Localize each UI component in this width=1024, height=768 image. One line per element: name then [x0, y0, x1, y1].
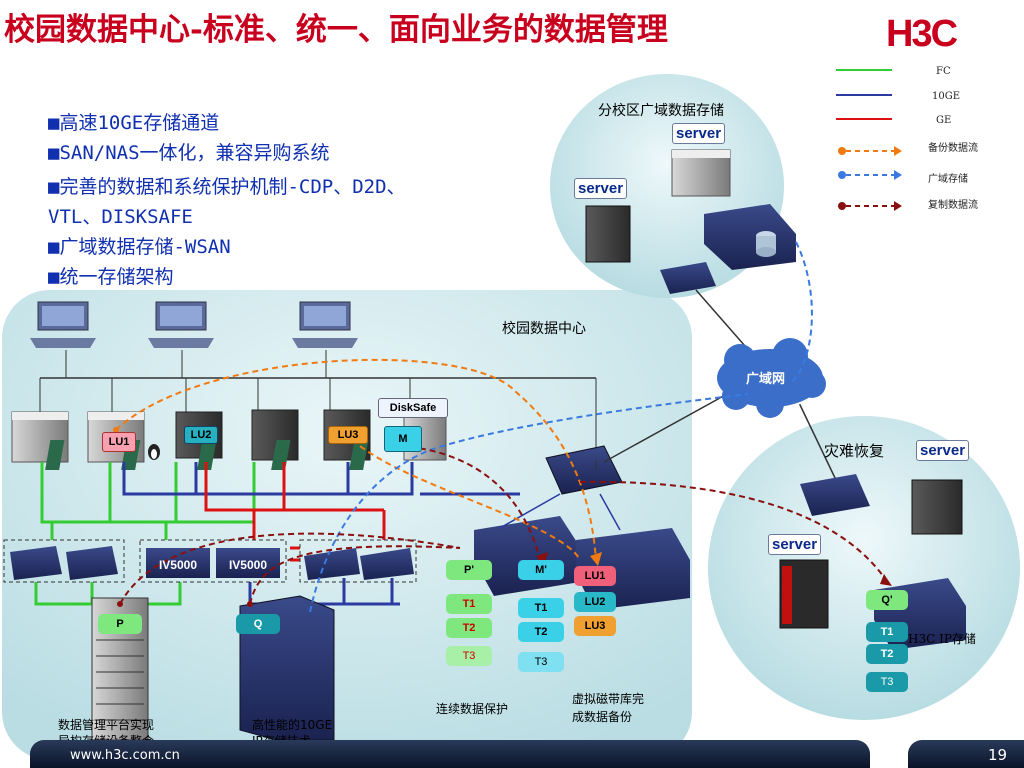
- volume-p: P: [98, 614, 142, 634]
- iv5000-label-2: IV5000: [228, 558, 268, 572]
- eth-switch-1: [304, 548, 360, 580]
- iv5000-label-1: IV5000: [158, 558, 198, 572]
- legend-wan-label: 广域存储: [928, 174, 968, 185]
- branch-server-label-2: server: [574, 178, 628, 199]
- bullet-wsan: ■广域数据存储-WSAN: [48, 236, 231, 258]
- dr-t1: T1: [866, 622, 908, 642]
- cdp-t2: T2: [446, 618, 492, 638]
- cdp-t3: T3: [446, 646, 492, 666]
- dr-server-label-2: server: [768, 534, 822, 555]
- bullet-san-nas: ■SAN/NAS一体化，兼容异购系统: [48, 142, 330, 164]
- dr-server-label-1: server: [916, 440, 970, 461]
- lun-lu2-tag: LU2: [184, 426, 218, 444]
- dr-ibm-server: [779, 559, 829, 629]
- legend-backup-label: 备份数据流: [928, 143, 978, 154]
- branch-server-black: [585, 205, 631, 263]
- dr-t2: T2: [866, 644, 908, 664]
- eth-switch-2: [360, 548, 414, 580]
- workstation-2: [148, 301, 214, 348]
- caption-vtl-2: 成数据备份: [572, 710, 633, 724]
- legend-flow-arrows: [838, 146, 902, 211]
- disksafe-label: DiskSafe: [378, 398, 448, 418]
- lun-lu1-tag: LU1: [102, 432, 136, 452]
- fc-switch-2: [66, 546, 118, 580]
- legend-ge-label: GE: [936, 115, 952, 126]
- dr-t3: T3: [866, 672, 908, 692]
- branch-server-label-1: server: [672, 123, 726, 144]
- legend-replication-label: 复制数据流: [928, 200, 978, 211]
- footer-bar: [30, 740, 870, 768]
- fc-switch-1: [10, 546, 62, 580]
- campus-zone: [2, 290, 692, 760]
- dr-zone: [708, 416, 1020, 720]
- workstation-1: [30, 301, 96, 348]
- legend-10ge-label: 10GE: [932, 91, 961, 102]
- dr-switch: [800, 474, 870, 516]
- legend-fc-line: [836, 69, 892, 71]
- disk-array-vtl: [576, 528, 690, 610]
- footer-url[interactable]: www.h3c.com.cn: [70, 748, 180, 763]
- legend-fc-label: FC: [936, 66, 951, 77]
- volume-q: Q: [236, 614, 280, 634]
- bullet-10ge: ■高速10GE存储通道: [48, 112, 220, 134]
- svg-text:H3C: H3C: [886, 13, 958, 54]
- bullet-protection-cont: VTL、DISKSAFE: [48, 206, 193, 228]
- caption-perf-1: 高性能的10GE: [252, 718, 333, 732]
- lun-lu3-tag: LU3: [328, 426, 368, 444]
- page-title: 校园数据中心-标准、统一、面向业务的数据管理: [4, 12, 668, 48]
- snapshot-t2: T2: [518, 622, 564, 642]
- branch-server-grey: [671, 149, 731, 197]
- iv5000-1-box: [146, 548, 210, 578]
- caption-cdp: 连续数据保护: [436, 702, 509, 716]
- lun-m-tag: M: [384, 426, 422, 452]
- h3c-logo: H3C: [884, 10, 1004, 58]
- bullet-protection: ■完善的数据和系统保护机制-CDP、D2D、: [48, 176, 406, 198]
- workstation-3: [292, 301, 358, 348]
- snapshot-t1: T1: [518, 598, 564, 618]
- bullet-unified: ■统一存储架构: [48, 266, 174, 288]
- branch-switch: [660, 262, 716, 294]
- volume-m-prime: M': [518, 560, 564, 580]
- dr-sun-server: [911, 479, 963, 535]
- volume-q-prime: Q': [866, 590, 908, 610]
- vtl-lu2: LU2: [574, 592, 616, 612]
- volume-p-prime: P': [446, 560, 492, 580]
- legend-ge-line: [836, 118, 892, 120]
- snapshot-t3: T3: [518, 652, 564, 672]
- iv5000-2-box: [216, 548, 280, 578]
- page-number: 19: [988, 746, 1008, 764]
- caption-vtl-1: 虚拟磁带库完: [572, 692, 645, 706]
- caption-mgmt-1: 数据管理平台实现: [58, 718, 155, 732]
- branch-title: 分校区广域数据存储: [598, 103, 724, 119]
- vtl-lu3: LU3: [574, 616, 616, 636]
- cdp-t1: T1: [446, 594, 492, 614]
- campus-title: 校园数据中心: [502, 321, 586, 337]
- footer-page-box: [908, 740, 1024, 768]
- dr-title: 灾难恢复: [824, 442, 885, 460]
- wan-cloud-label: 广域网: [746, 372, 786, 387]
- legend-10ge-line: [836, 94, 892, 96]
- dr-storage-label: H3C IP存储: [908, 632, 976, 646]
- wan-cloud: [715, 338, 826, 418]
- vtl-lu1: LU1: [574, 566, 616, 586]
